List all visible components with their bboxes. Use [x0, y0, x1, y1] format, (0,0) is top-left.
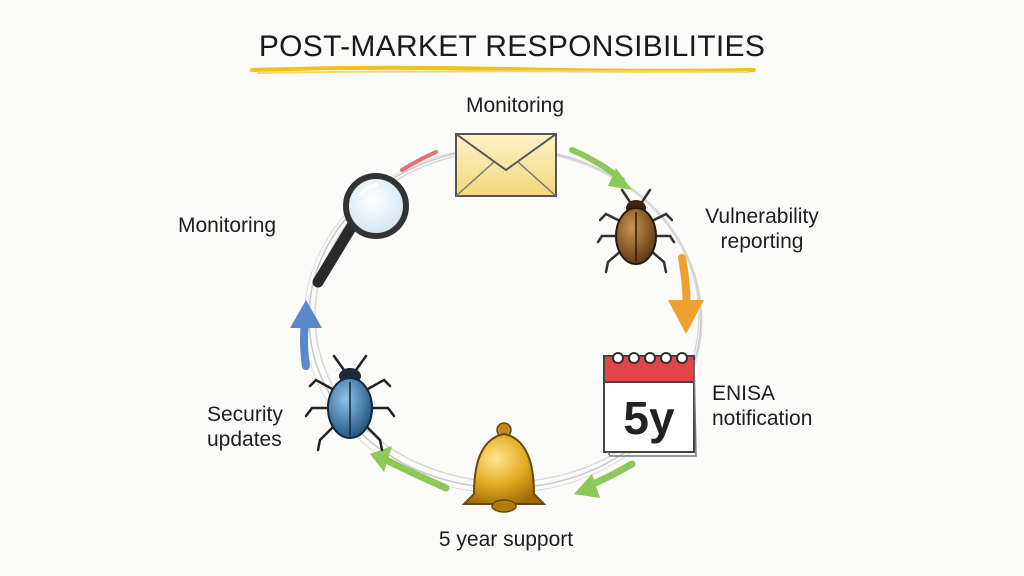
arrow-right: [668, 254, 704, 334]
envelope-icon: [455, 133, 557, 197]
label-five-year-support: 5 year support: [438, 528, 574, 551]
label-monitoring-top: Monitoring: [465, 94, 565, 117]
page-title: POST-MARKET RESPONSIBILITIES: [258, 30, 766, 63]
label-vulnerability-reporting: Vulnerability reporting: [705, 205, 819, 253]
arrow-bottom-left: [370, 446, 450, 492]
label-monitoring-left: Monitoring: [178, 214, 277, 237]
beetle-icon: [304, 354, 396, 452]
calendar-icon-text: 5y: [623, 392, 675, 444]
label-enisa-notification: ENISA notification: [712, 382, 813, 430]
title-underline: [250, 65, 756, 74]
label-security-updates: Security updates: [207, 403, 283, 451]
arrow-left: [290, 300, 322, 370]
arrow-top-left: [400, 150, 438, 172]
calendar-icon: 5y: [603, 352, 697, 457]
arrow-top-right: [569, 147, 632, 190]
bell-icon: [461, 422, 547, 513]
bug-icon: [596, 188, 676, 274]
magnifier-icon: [312, 173, 409, 288]
arrow-bottom-right: [574, 460, 636, 498]
